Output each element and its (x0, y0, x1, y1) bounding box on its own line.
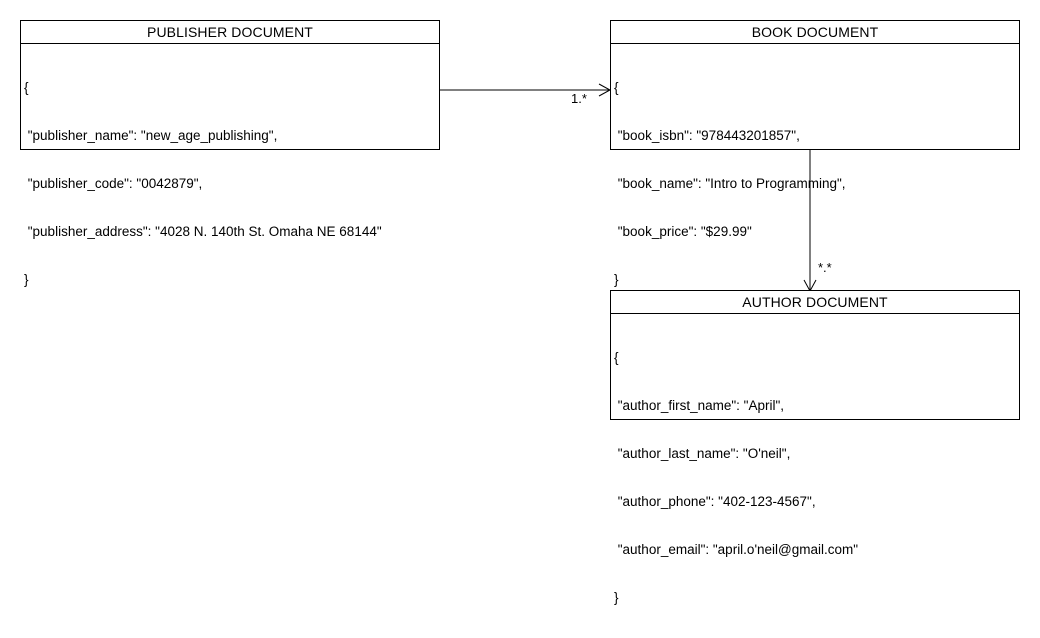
book-document-title: BOOK DOCUMENT (611, 21, 1019, 44)
json-line: "author_last_name": "O'neil", (614, 446, 791, 461)
connectors-layer (440, 83, 817, 293)
book-author-multiplicity-label: *.* (818, 260, 832, 275)
json-line: "author_first_name": "April", (614, 398, 784, 413)
publisher-document-body: { "publisher_name": "new_age_publishing"… (21, 44, 439, 320)
json-line: "book_name": "Intro to Programming", (614, 176, 846, 191)
json-line: "author_email": "april.o'neil@gmail.com" (614, 542, 859, 557)
json-line: "author_phone": "402-123-4567", (614, 494, 816, 509)
publisher-book-multiplicity-label: 1.* (571, 91, 587, 106)
json-line: "book_isbn": "978443201857", (614, 128, 800, 143)
json-line: { (614, 350, 619, 365)
publisher-document-title: PUBLISHER DOCUMENT (21, 21, 439, 44)
json-line: } (614, 272, 619, 287)
json-line: { (614, 80, 619, 95)
json-line: "publisher_code": "0042879", (24, 176, 203, 191)
json-line: "publisher_name": "new_age_publishing", (24, 128, 278, 143)
book-document-box: BOOK DOCUMENT { "book_isbn": "9784432018… (610, 20, 1020, 287)
author-document-title: AUTHOR DOCUMENT (611, 291, 1019, 314)
json-line: "book_price": "$29.99" (614, 224, 752, 239)
publisher-document-box: PUBLISHER DOCUMENT { "publisher_name": "… (20, 20, 440, 287)
book-document-body: { "book_isbn": "978443201857", "book_nam… (611, 44, 1019, 320)
json-line: "publisher_address": "4028 N. 140th St. … (24, 224, 382, 239)
json-line: { (24, 80, 29, 95)
author-document-box: AUTHOR DOCUMENT { "author_first_name": "… (610, 290, 1020, 605)
json-line: } (24, 272, 29, 287)
json-line: } (614, 590, 619, 605)
author-document-body: { "author_first_name": "April", "author_… (611, 314, 1019, 638)
